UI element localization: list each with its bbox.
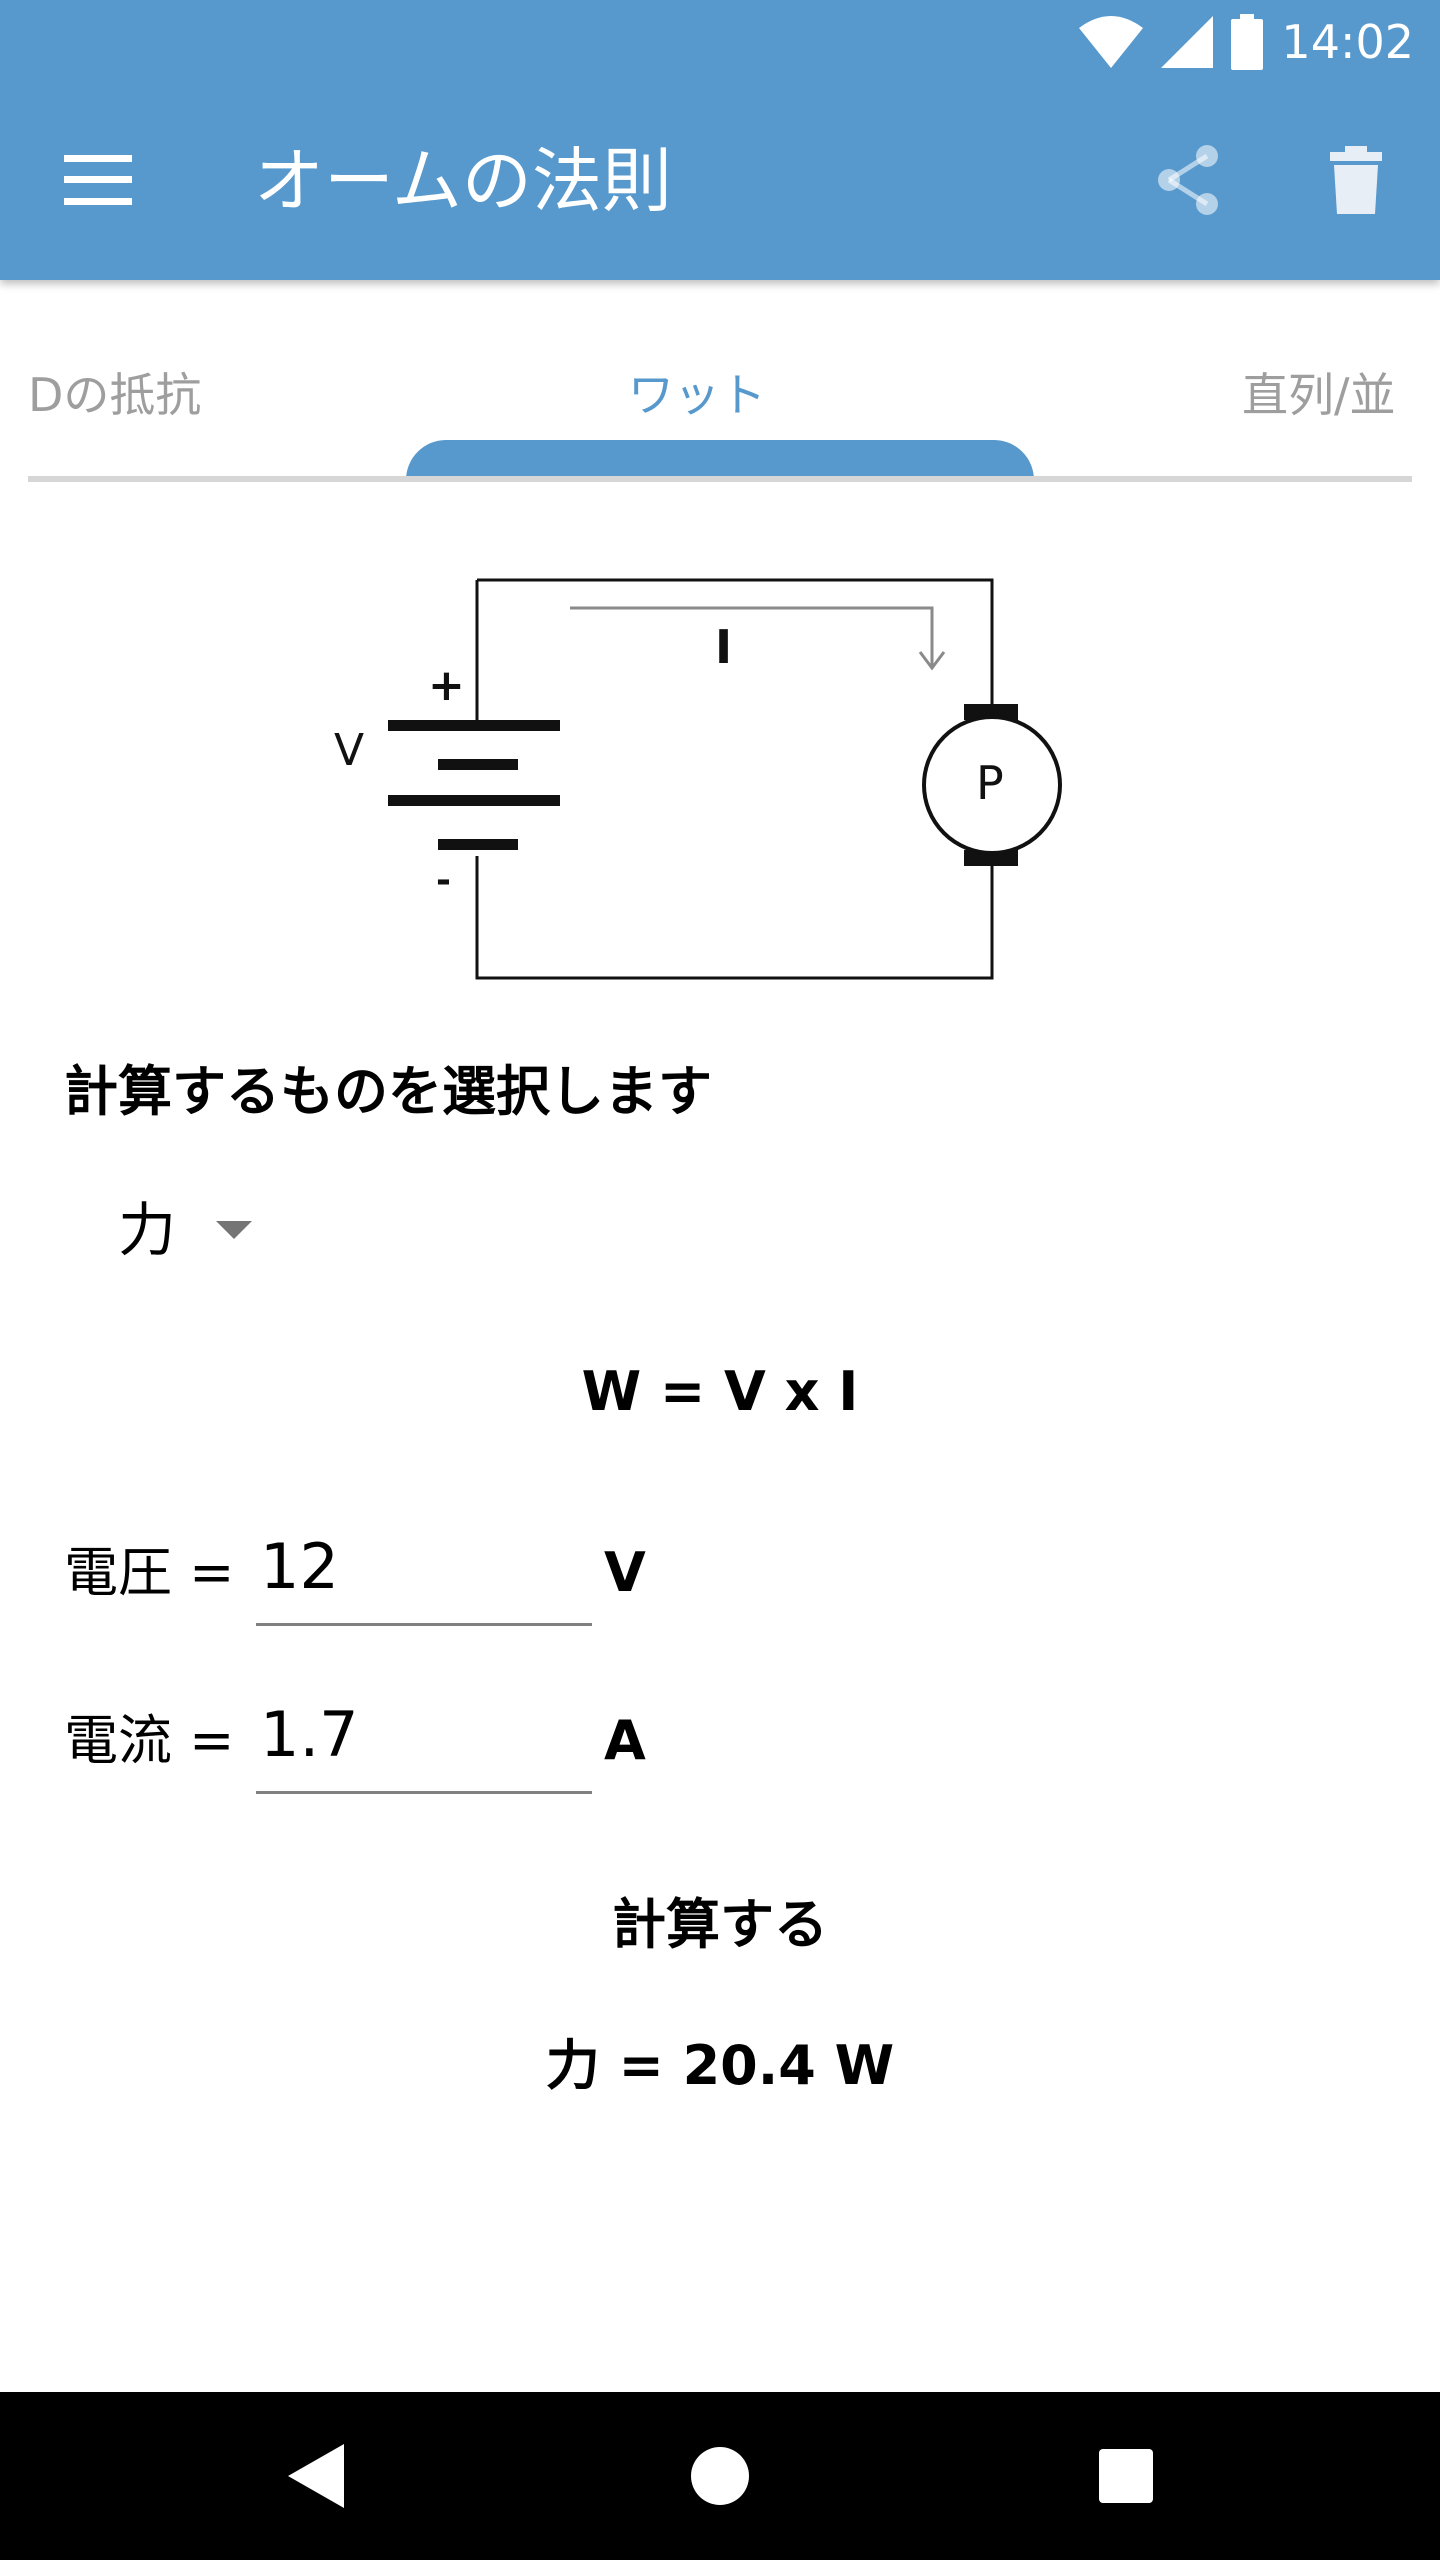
back-icon <box>288 2444 344 2508</box>
status-icons: 14:02 <box>1079 14 1414 70</box>
nav-home-button[interactable] <box>660 2416 780 2536</box>
app-title: オームの法則 <box>254 140 672 222</box>
tab-underline <box>28 476 1412 482</box>
battery-icon <box>1231 14 1264 70</box>
voltage-row: 電圧 = V <box>64 1518 1364 1628</box>
wifi-icon <box>1079 16 1144 68</box>
current-arrow-head <box>918 651 946 671</box>
current-row: 電流 = A <box>64 1686 1364 1796</box>
calculate-button[interactable]: 計算する <box>560 1880 880 1970</box>
navigation-bar <box>0 2392 1440 2560</box>
result-text: 力 = 20.4 W <box>545 2034 895 2097</box>
load-label: P <box>976 756 1004 810</box>
circuit-diagram: V + - I P <box>320 560 1080 1000</box>
current-input[interactable] <box>256 1686 592 1794</box>
tab-bar: Dの抵抗 ワット 直列/並 <box>28 330 1412 480</box>
circuit-wire <box>477 578 994 712</box>
tab-led-resistor[interactable]: Dの抵抗 <box>28 368 202 422</box>
nav-back-button[interactable] <box>256 2416 376 2536</box>
circuit-drawing <box>388 578 1062 980</box>
voltage-unit: V <box>604 1541 646 1604</box>
menu-icon <box>64 155 132 205</box>
share-icon <box>1158 145 1218 215</box>
select-prompt: 計算するものを選択します <box>64 1060 712 1123</box>
delete-button[interactable] <box>1306 130 1406 230</box>
status-time: 14:02 <box>1281 15 1414 69</box>
load-terminal <box>964 704 1018 720</box>
dropdown-arrow-icon <box>216 1221 253 1239</box>
menu-button[interactable] <box>48 130 148 230</box>
voltage-label: 電圧 = <box>64 1541 235 1604</box>
battery-plate <box>438 839 518 850</box>
tab-indicator <box>406 440 1034 480</box>
share-button[interactable] <box>1138 130 1238 230</box>
plus-symbol: + <box>428 660 465 711</box>
battery-plate <box>388 720 560 731</box>
current-arrow <box>570 606 934 666</box>
formula: W = V x I <box>581 1360 859 1423</box>
circuit-wire <box>475 856 994 980</box>
signal-icon <box>1161 16 1214 68</box>
status-bar: 14:02 <box>0 0 1440 84</box>
load-terminal <box>964 850 1018 866</box>
recents-icon <box>1099 2449 1153 2503</box>
voltage-input[interactable] <box>256 1518 592 1626</box>
battery-plate <box>438 759 518 770</box>
load-symbol <box>922 715 1062 855</box>
tab-watt[interactable]: ワット <box>628 368 766 422</box>
current-unit: A <box>604 1709 646 1772</box>
minus-symbol: - <box>436 860 451 901</box>
current-label: 電流 = <box>64 1709 235 1772</box>
nav-recents-button[interactable] <box>1066 2416 1186 2536</box>
quantity-select[interactable]: 力 <box>96 1180 296 1280</box>
voltage-symbol: V <box>334 725 365 776</box>
current-symbol: I <box>715 620 733 674</box>
app-bar: 14:02 オームの法則 <box>0 0 1440 280</box>
delete-icon <box>1330 146 1382 214</box>
select-value: 力 <box>118 1196 177 1264</box>
battery-plate <box>388 795 560 806</box>
home-icon <box>691 2447 749 2505</box>
tab-series-parallel[interactable]: 直列/並 <box>1242 368 1396 422</box>
